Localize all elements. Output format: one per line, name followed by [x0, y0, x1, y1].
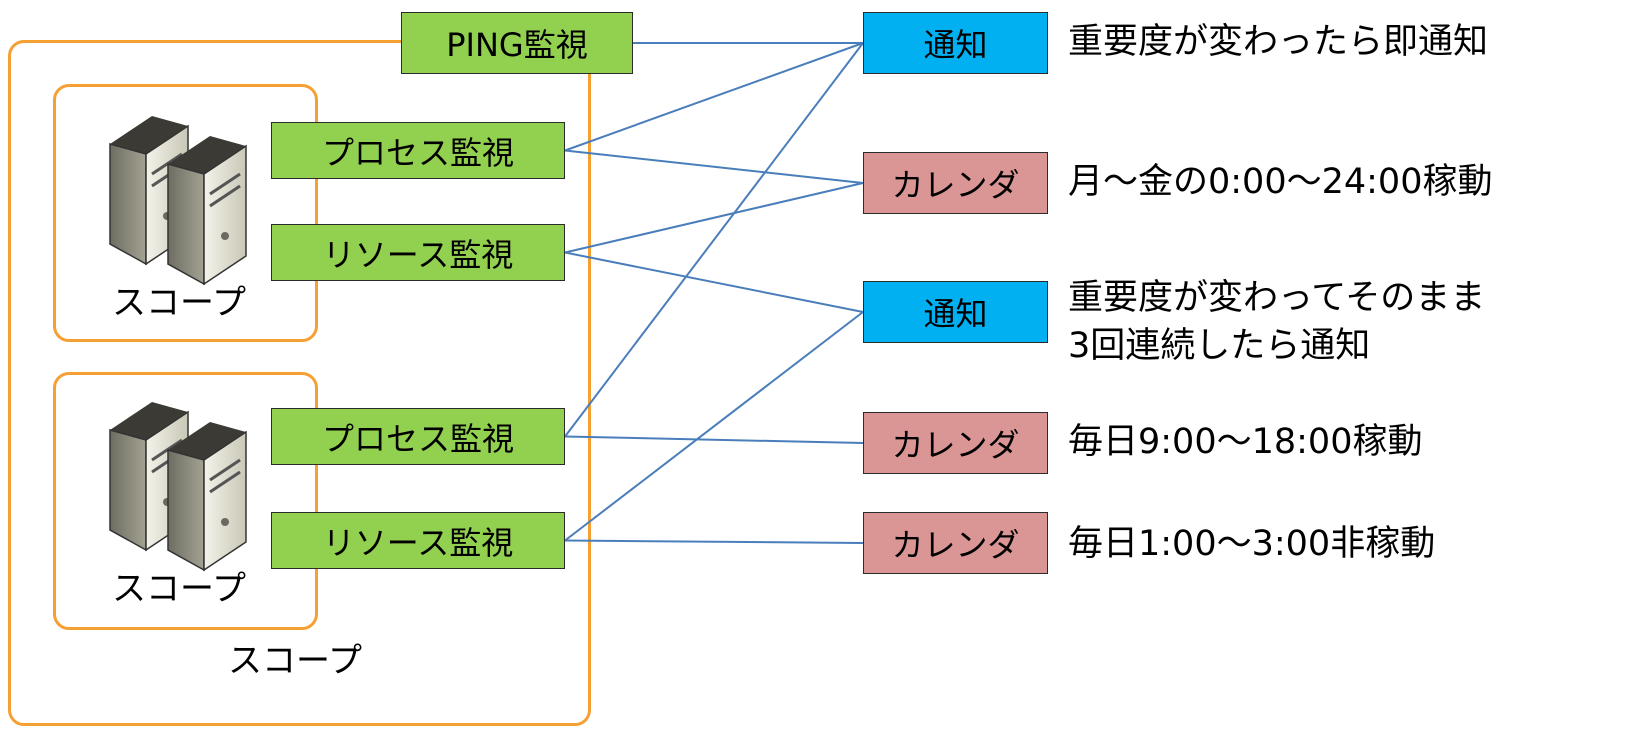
calendar-box-1[interactable]: カレンダ	[863, 152, 1048, 214]
connector-process_top-to-notify_1	[564, 42, 864, 152]
scope-label-bottom: スコープ	[112, 569, 246, 609]
notify-1-description: 重要度が変わったら即通知	[1068, 22, 1489, 62]
connector-resource_bottom-to-calendar_3	[564, 539, 864, 544]
connector-resource_top-to-calendar_1	[564, 182, 864, 254]
notify-box-2[interactable]: 通知	[863, 281, 1048, 343]
notify-2-description-line2: 3回連続したら通知	[1068, 326, 1371, 366]
calendar-1-description: 月～金の0:00～24:00稼動	[1068, 162, 1493, 202]
server-icon	[109, 116, 247, 286]
connector-process_bottom-to-notify_1	[564, 42, 864, 438]
notify-box-1[interactable]: 通知	[863, 12, 1048, 74]
process-monitor-box-top[interactable]: プロセス監視	[271, 122, 565, 179]
inner-scope-frame-bottom	[53, 372, 318, 630]
calendar-2-description: 毎日9:00～18:00稼動	[1068, 422, 1423, 462]
calendar-box-3[interactable]: カレンダ	[863, 512, 1048, 574]
outer-scope-frame	[8, 40, 591, 726]
notify-2-description-line1: 重要度が変わってそのまま	[1068, 278, 1486, 318]
calendar-3-description: 毎日1:00～3:00非稼動	[1068, 524, 1436, 564]
server-icon	[109, 402, 247, 572]
resource-monitor-box-top[interactable]: リソース監視	[271, 224, 565, 281]
connector-resource_bottom-to-notify_2	[564, 311, 864, 542]
scope-label-outer: スコープ	[228, 641, 362, 681]
connector-process_bottom-to-calendar_2	[564, 435, 864, 444]
scope-label-top: スコープ	[112, 283, 246, 323]
connector-resource_top-to-notify_2	[564, 251, 864, 313]
ping-monitor-box[interactable]: PING監視	[401, 12, 633, 74]
connector-process_top-to-calendar_1	[564, 149, 864, 184]
resource-monitor-box-bottom[interactable]: リソース監視	[271, 512, 565, 569]
calendar-box-2[interactable]: カレンダ	[863, 412, 1048, 474]
process-monitor-box-bottom[interactable]: プロセス監視	[271, 408, 565, 465]
inner-scope-frame-top	[53, 84, 318, 342]
